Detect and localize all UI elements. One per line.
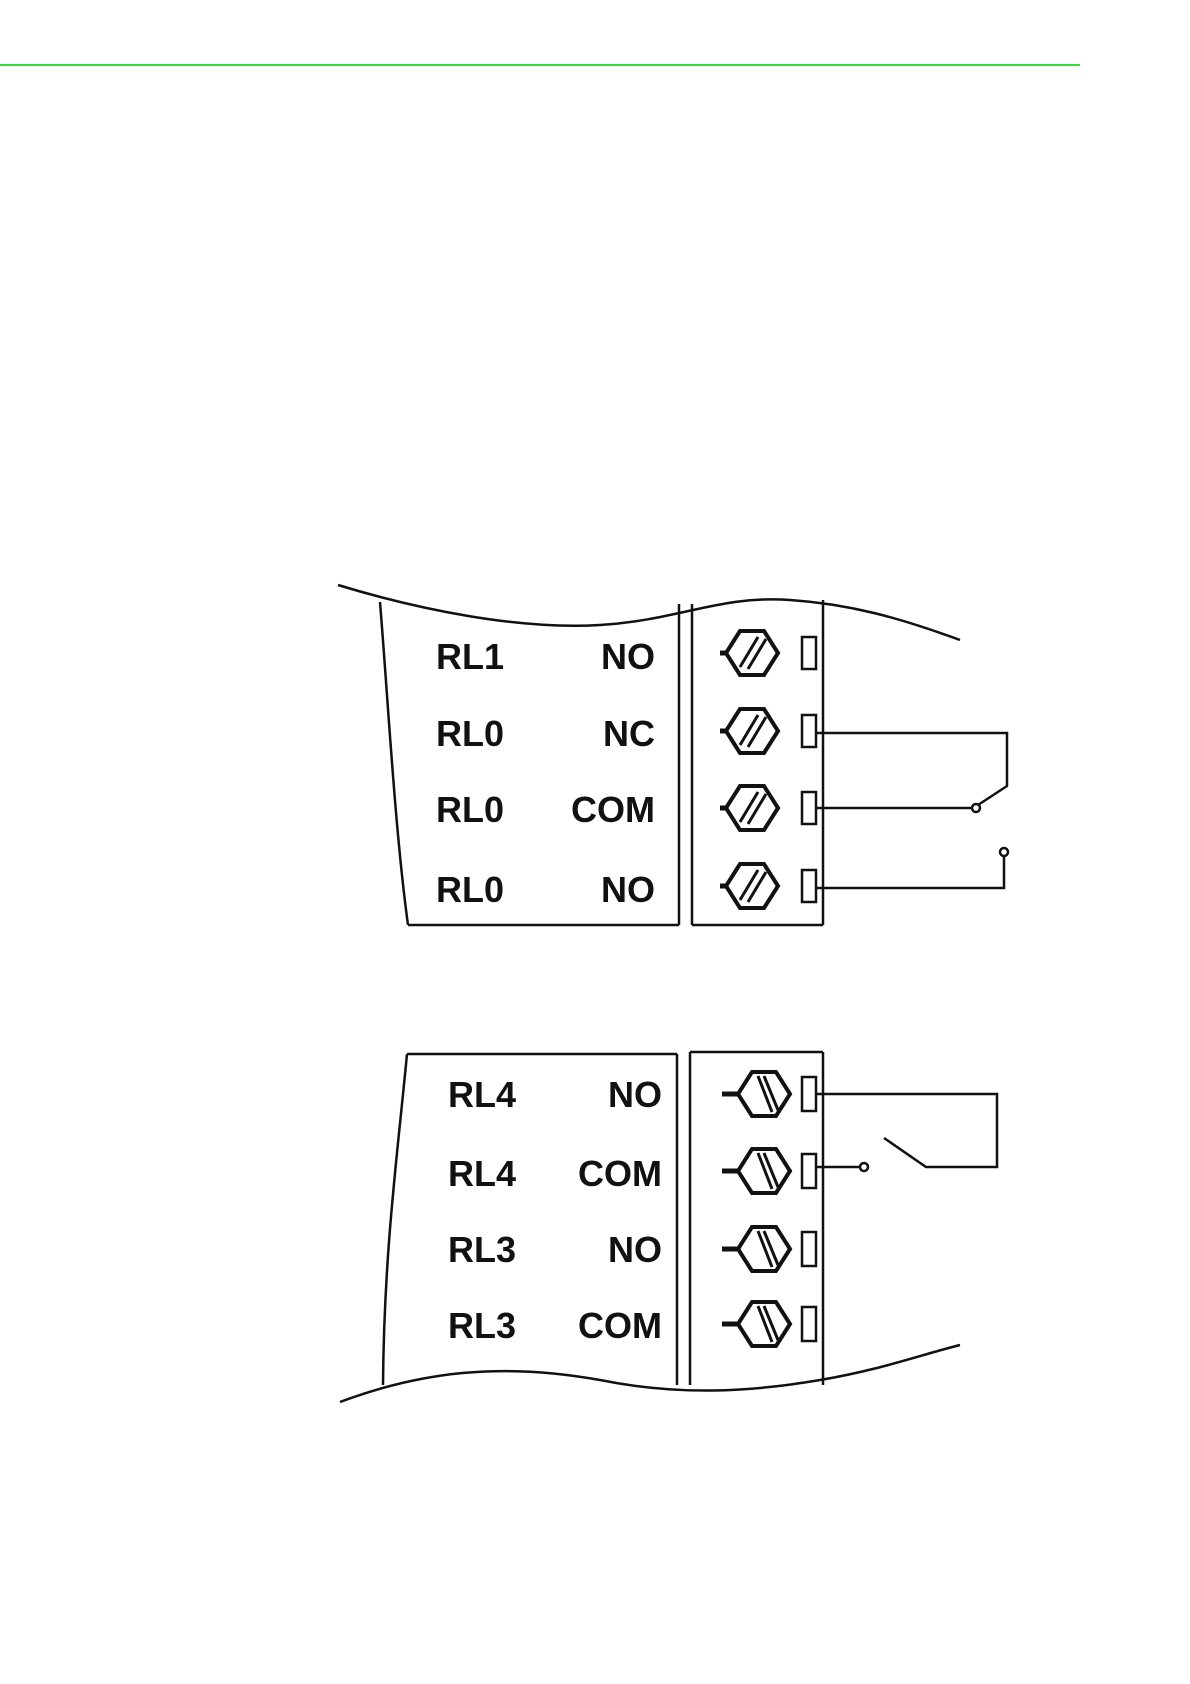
term-label-pin: NO (608, 1229, 662, 1270)
switch-contact-com (860, 1163, 868, 1171)
term-label-pin: COM (578, 1305, 662, 1346)
housing-bottom-edge (340, 1345, 960, 1402)
term-label-pin: COM (578, 1153, 662, 1194)
term-label-relay: RL4 (448, 1074, 516, 1115)
label-panel-left-edge (383, 1054, 407, 1385)
term-label-relay: RL3 (448, 1305, 516, 1346)
screw-terminal-icon (722, 1227, 816, 1271)
wire-no (816, 1094, 997, 1167)
screw-terminal-icon (722, 1149, 816, 1193)
screw-terminal-icon (722, 1072, 816, 1116)
screw-terminal-icon (722, 1302, 816, 1346)
spst-switch-icon (816, 1094, 997, 1171)
term-label-pin: NO (608, 1074, 662, 1115)
term-label-relay: RL4 (448, 1153, 516, 1194)
term-label-relay: RL3 (448, 1229, 516, 1270)
